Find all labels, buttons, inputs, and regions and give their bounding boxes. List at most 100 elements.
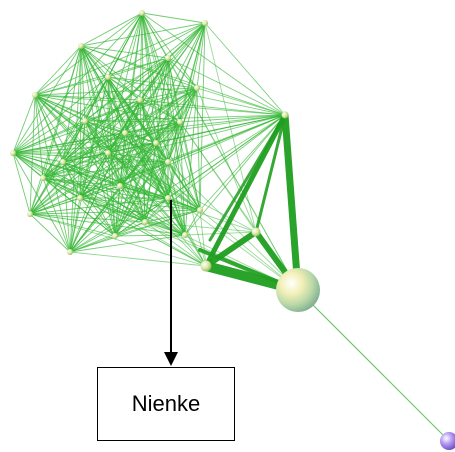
network-edge bbox=[69, 234, 186, 253]
network-edge bbox=[80, 45, 169, 59]
network-edge bbox=[34, 45, 82, 96]
network-edge bbox=[62, 161, 121, 187]
network-edge bbox=[84, 114, 286, 122]
network-node bbox=[251, 227, 261, 237]
network-edge bbox=[199, 209, 207, 267]
network-edge bbox=[114, 114, 286, 237]
network-edge bbox=[107, 76, 286, 116]
network-edge bbox=[34, 57, 169, 96]
network-edge bbox=[42, 132, 126, 179]
network-edge bbox=[42, 57, 169, 179]
network-edge bbox=[34, 94, 181, 123]
network-edge bbox=[29, 213, 71, 253]
network-edge bbox=[167, 87, 198, 199]
network-edge bbox=[69, 251, 207, 267]
network-edge bbox=[12, 114, 286, 154]
network-edge bbox=[141, 12, 198, 89]
node-layer bbox=[10, 10, 455, 450]
network-edge bbox=[107, 22, 206, 78]
network-edge bbox=[114, 221, 146, 237]
network-edge bbox=[144, 142, 157, 223]
network-edge bbox=[12, 152, 299, 291]
network-node bbox=[165, 159, 171, 165]
network-edge bbox=[34, 94, 201, 211]
network-node bbox=[67, 249, 73, 255]
network-edge bbox=[107, 76, 121, 187]
network-edge bbox=[119, 185, 146, 223]
network-edge bbox=[297, 289, 450, 442]
network-node bbox=[105, 150, 111, 156]
network-edge bbox=[79, 197, 116, 237]
network-edge bbox=[34, 76, 109, 96]
network-edge bbox=[119, 114, 286, 187]
network-edge bbox=[139, 99, 286, 116]
network-node bbox=[10, 150, 16, 156]
network-edge bbox=[179, 121, 257, 233]
network-edge bbox=[119, 185, 257, 233]
network-edge bbox=[79, 197, 186, 236]
network-node bbox=[281, 111, 289, 119]
network-edge bbox=[80, 12, 143, 47]
network-node bbox=[177, 119, 183, 125]
network-edge bbox=[107, 152, 116, 237]
network-edge bbox=[42, 177, 71, 253]
network-node bbox=[27, 211, 33, 217]
network-edge bbox=[124, 57, 169, 134]
network-edge bbox=[107, 76, 198, 89]
network-node bbox=[82, 118, 88, 124]
network-edge bbox=[29, 177, 44, 215]
network-edge bbox=[114, 161, 169, 237]
network-node bbox=[197, 207, 203, 213]
network-edge bbox=[84, 120, 207, 267]
network-edge bbox=[196, 87, 286, 116]
network-edge bbox=[80, 22, 206, 47]
network-edge bbox=[124, 114, 286, 134]
network-edge bbox=[141, 12, 286, 116]
network-node bbox=[182, 232, 188, 238]
network-node bbox=[194, 85, 200, 91]
network-node bbox=[165, 55, 171, 61]
network-node bbox=[153, 140, 159, 146]
thick-edge bbox=[203, 229, 259, 269]
network-edge bbox=[139, 87, 198, 101]
network-edge bbox=[179, 121, 186, 236]
network-edge bbox=[62, 87, 198, 163]
callout-label-box: Nienke bbox=[97, 367, 235, 441]
network-edge bbox=[62, 161, 207, 267]
network-edge bbox=[167, 57, 286, 116]
network-node bbox=[200, 260, 212, 272]
network-edge bbox=[144, 209, 201, 223]
network-edge bbox=[62, 161, 71, 253]
network-edge bbox=[107, 152, 169, 163]
network-node bbox=[142, 219, 148, 225]
network-edge bbox=[34, 94, 286, 116]
network-edge bbox=[12, 99, 141, 154]
edge-layer bbox=[12, 12, 450, 442]
network-edge bbox=[167, 22, 206, 199]
network-edge bbox=[62, 161, 186, 236]
callout-arrow bbox=[164, 200, 178, 366]
thick-edge bbox=[203, 112, 288, 269]
network-edge bbox=[42, 161, 64, 179]
network-edge bbox=[184, 114, 286, 236]
network-edge bbox=[12, 152, 71, 253]
network-edge bbox=[79, 197, 207, 267]
network-node bbox=[112, 233, 118, 239]
network-edge bbox=[80, 45, 207, 267]
network-edge bbox=[107, 76, 186, 236]
network-edge bbox=[29, 213, 207, 267]
network-edge bbox=[42, 177, 121, 187]
network-edge bbox=[29, 213, 146, 223]
network-node bbox=[40, 175, 46, 181]
network-node bbox=[78, 43, 84, 49]
network-edge bbox=[29, 114, 286, 215]
network-node bbox=[139, 10, 145, 16]
network-node bbox=[105, 74, 111, 80]
thick-edge-layer bbox=[198, 111, 303, 295]
network-edge bbox=[29, 197, 81, 215]
network-edge bbox=[69, 197, 81, 253]
network-edge bbox=[124, 132, 157, 144]
network-edge bbox=[84, 57, 169, 122]
network-edge bbox=[42, 142, 157, 179]
network-edge bbox=[12, 152, 64, 163]
